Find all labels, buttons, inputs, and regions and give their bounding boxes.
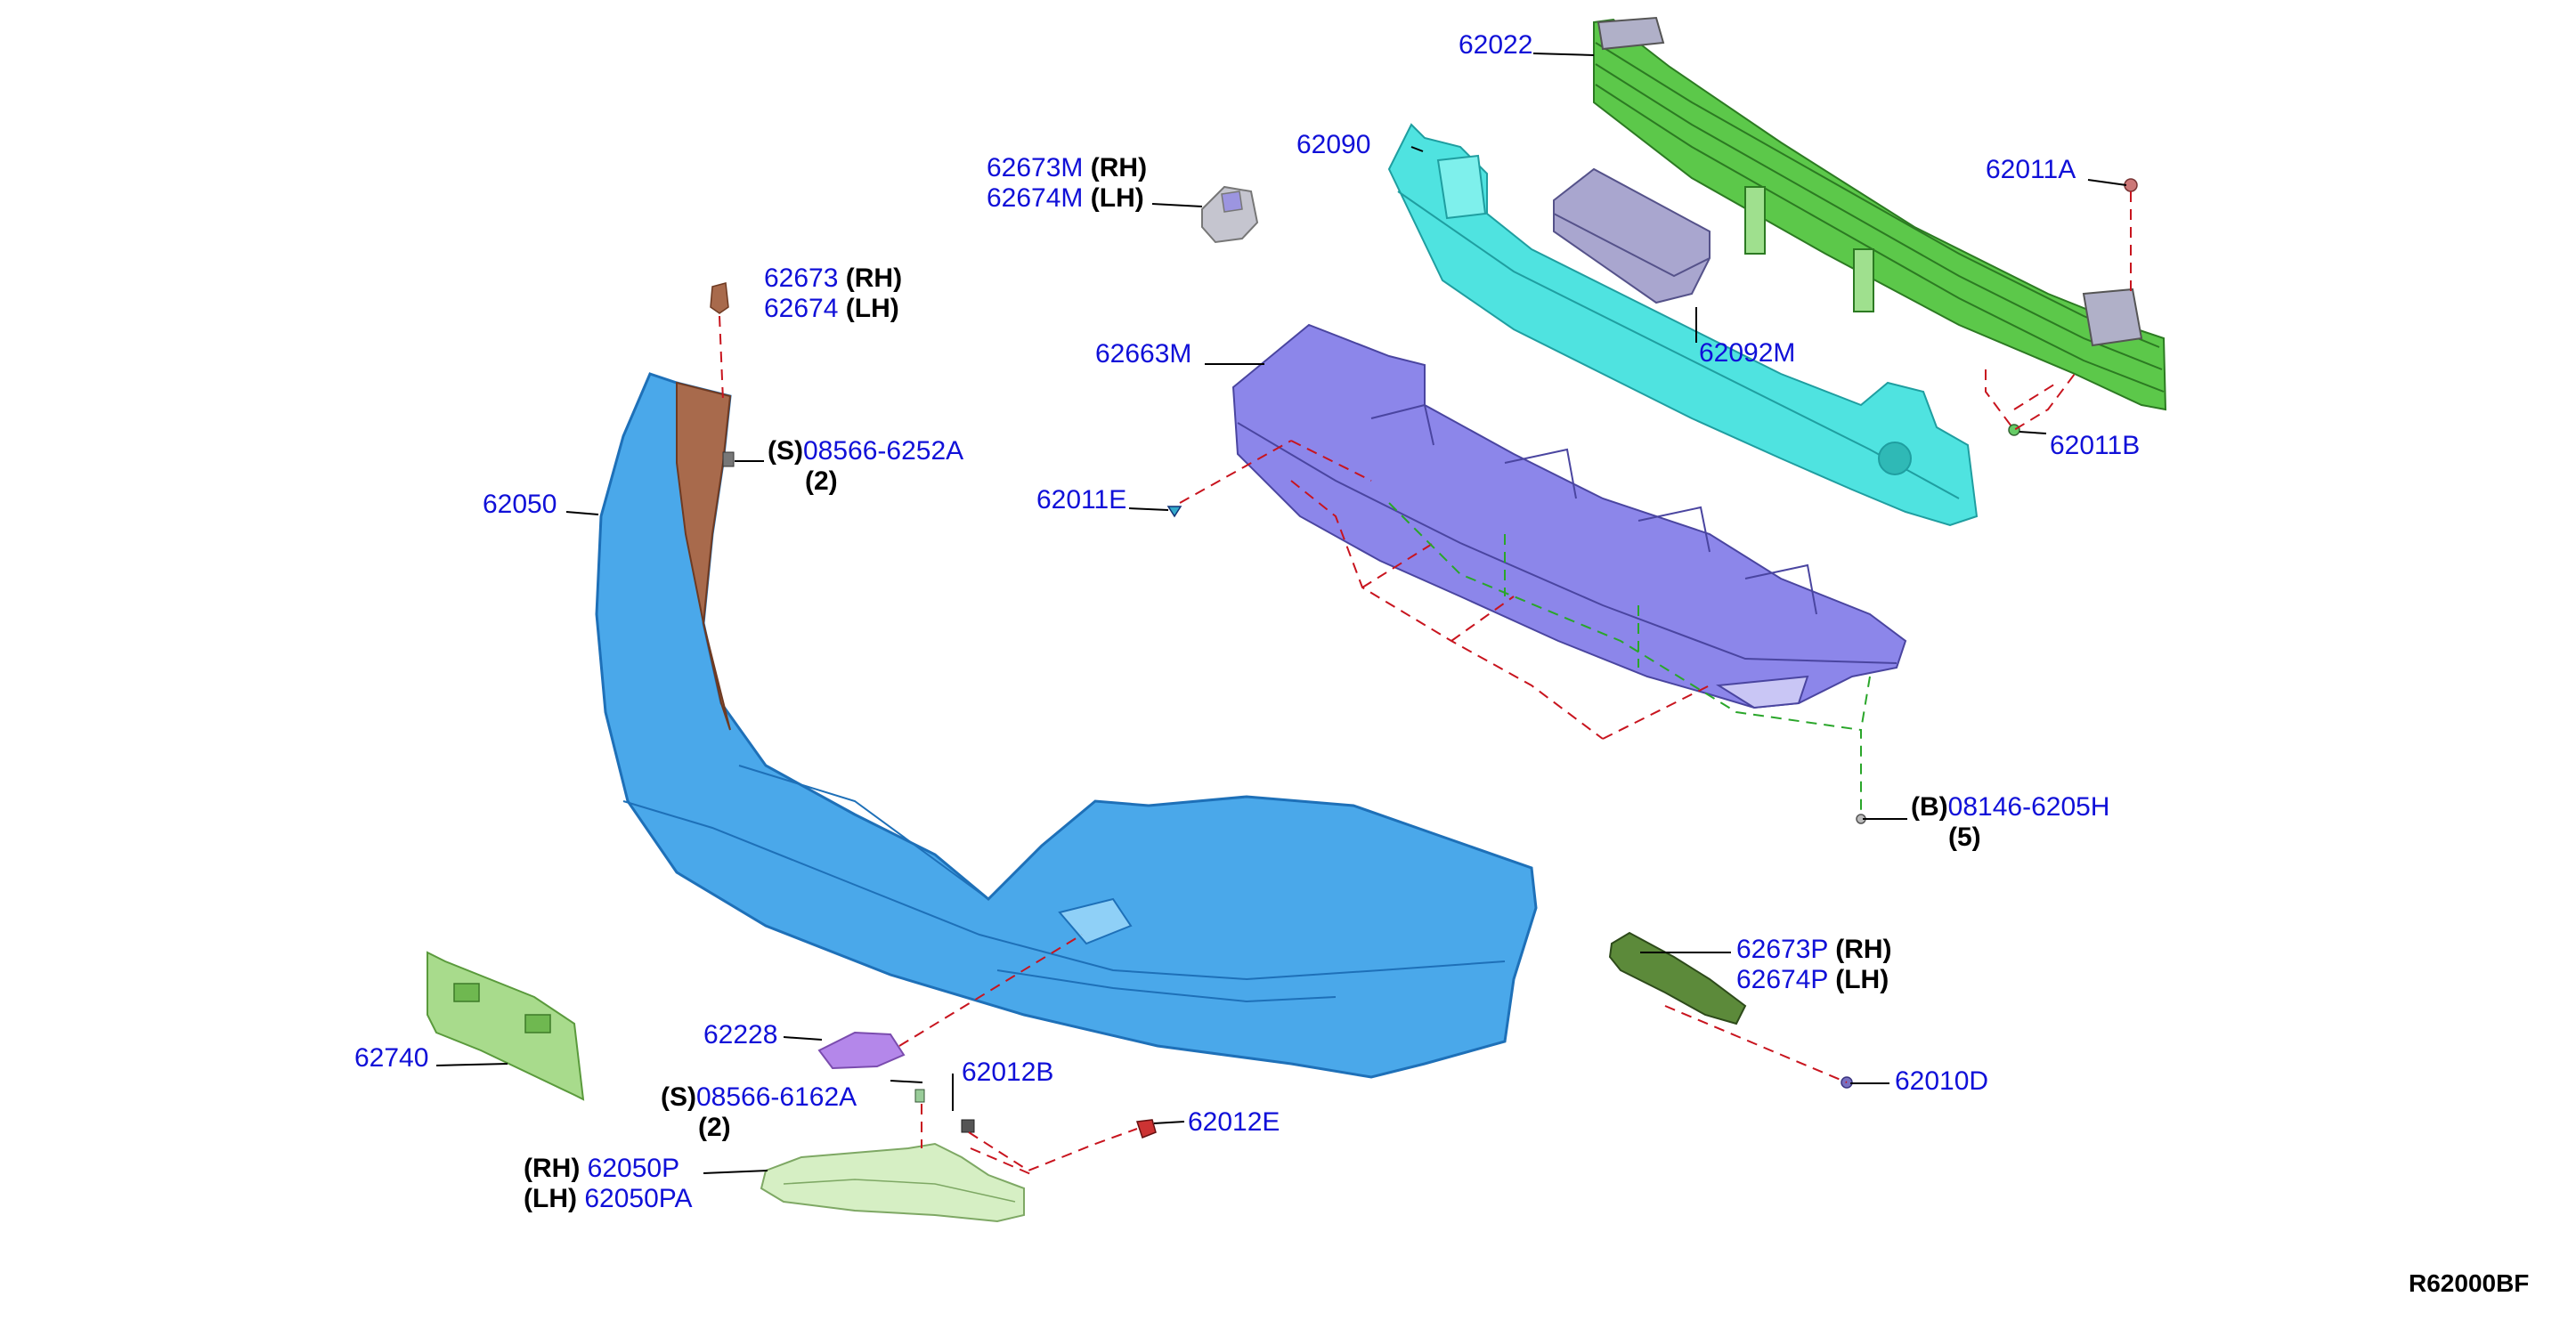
side-qualifier: (LH) (845, 294, 899, 323)
callout-leaders (435, 53, 2127, 1174)
part-number[interactable]: 62010D (1895, 1066, 1989, 1096)
part-number[interactable]: 62228 (703, 1020, 778, 1050)
clip-62011e[interactable] (1166, 506, 1182, 518)
callout-62673p[interactable]: 62673P (RH) 62674P (LH) (1736, 935, 1892, 995)
callout-62050[interactable]: 62050 (483, 490, 557, 520)
part-number[interactable]: 62011B (2050, 431, 2141, 460)
callout-62228[interactable]: 62228 (703, 1020, 777, 1050)
quantity: (5) (1948, 823, 1981, 852)
part-number-lh[interactable]: 62674P (1736, 965, 1828, 994)
callout-62090[interactable]: 62090 (1296, 130, 1370, 160)
callout-62012b[interactable]: 62012B (962, 1058, 1053, 1088)
part-number[interactable]: 08146-6205H (1947, 792, 2110, 822)
screw-08566-6252a[interactable] (722, 451, 735, 467)
part-number[interactable]: 62092M (1699, 338, 1796, 368)
part-number[interactable]: 62740 (354, 1043, 429, 1073)
callout-62010d[interactable]: 62010D (1895, 1066, 1988, 1097)
part-number[interactable]: 62011E (1036, 485, 1127, 515)
bumper-reinforcement[interactable] (1593, 16, 2167, 411)
callout-08566-6162a[interactable]: (S)08566-6162A (2) (661, 1082, 857, 1143)
screw-08566-6162a[interactable] (914, 1089, 925, 1103)
part-number-rh[interactable]: 62673M (987, 153, 1084, 182)
callout-62663m[interactable]: 62663M (1095, 339, 1191, 369)
fog-lamp-bezel[interactable] (760, 1142, 1025, 1223)
quantity: (2) (698, 1113, 731, 1142)
tow-hook-cover[interactable] (817, 1031, 906, 1070)
side-qualifier: (LH) (524, 1184, 577, 1213)
part-number[interactable]: 62663M (1095, 339, 1192, 369)
callout-08146-6205h[interactable]: (B)08146-6205H (5) (1911, 792, 2109, 853)
part-number-rh[interactable]: 62050P (587, 1154, 680, 1183)
callout-62673[interactable]: 62673 (RH) 62674 (LH) (764, 263, 902, 324)
license-plate-bracket[interactable] (427, 951, 585, 1101)
hardware-prefix: (S) (768, 436, 803, 466)
part-number-rh[interactable]: 62673 (764, 263, 839, 293)
part-number[interactable]: 62050 (483, 490, 557, 519)
hardware-prefix: (S) (661, 1082, 696, 1112)
side-qualifier: (RH) (1835, 935, 1892, 964)
part-number[interactable]: 62022 (1459, 30, 1533, 60)
side-qualifier: (RH) (1090, 153, 1148, 182)
callout-62673m[interactable]: 62673M (RH) 62674M (LH) (987, 153, 1147, 214)
part-number[interactable]: 62090 (1296, 130, 1371, 159)
part-number-lh[interactable]: 62050PA (584, 1184, 693, 1213)
red-dashed-leaders (719, 191, 2132, 1176)
clip-62673[interactable] (710, 282, 729, 314)
green-dashed-leaders (1388, 502, 1871, 814)
callout-62011a[interactable]: 62011A (1986, 155, 2076, 185)
lower-side-bracket[interactable] (1608, 931, 1747, 1025)
callout-62012e[interactable]: 62012E (1188, 1107, 1280, 1138)
clip-62011a[interactable] (2124, 178, 2138, 192)
quantity: (2) (805, 466, 838, 496)
part-number[interactable]: 62012E (1188, 1107, 1280, 1137)
front-bumper-fascia[interactable] (595, 372, 1538, 1079)
hardware-prefix: (B) (1911, 792, 1948, 822)
callout-08566-6252a[interactable]: (S)08566-6252A (2) (768, 436, 963, 497)
part-number[interactable]: 62011A (1986, 155, 2076, 184)
callout-62740[interactable]: 62740 (354, 1043, 428, 1074)
callout-62022[interactable]: 62022 (1459, 30, 1532, 61)
callout-62050p[interactable]: (RH) 62050P (LH) 62050PA (524, 1154, 693, 1214)
callout-62011b[interactable]: 62011B (2050, 431, 2140, 461)
energy-absorber[interactable] (1387, 123, 1979, 527)
engine-undercover[interactable] (1231, 323, 1907, 709)
absorber-bracket[interactable] (1553, 167, 1711, 304)
part-number-lh[interactable]: 62674 (764, 294, 839, 323)
side-qualifier: (RH) (845, 263, 903, 293)
part-number-rh[interactable]: 62673P (1736, 935, 1828, 964)
diagram-id: R62000BF (2409, 1269, 2530, 1297)
callout-62092m[interactable]: 62092M (1699, 338, 1795, 369)
callout-62011e[interactable]: 62011E (1036, 485, 1126, 515)
clip-62012e[interactable] (1135, 1119, 1157, 1139)
part-number-lh[interactable]: 62674M (987, 183, 1084, 213)
part-number[interactable]: 08566-6162A (696, 1082, 857, 1112)
side-qualifier: (RH) (524, 1154, 581, 1183)
upper-side-bracket[interactable] (1201, 185, 1259, 244)
clip-62012b[interactable] (961, 1119, 975, 1133)
part-number[interactable]: 62012B (962, 1058, 1054, 1087)
part-number[interactable]: 08566-6252A (803, 436, 964, 466)
clip-62011b[interactable] (2008, 424, 2020, 436)
side-qualifier: (LH) (1090, 183, 1144, 213)
side-qualifier: (LH) (1835, 965, 1889, 994)
